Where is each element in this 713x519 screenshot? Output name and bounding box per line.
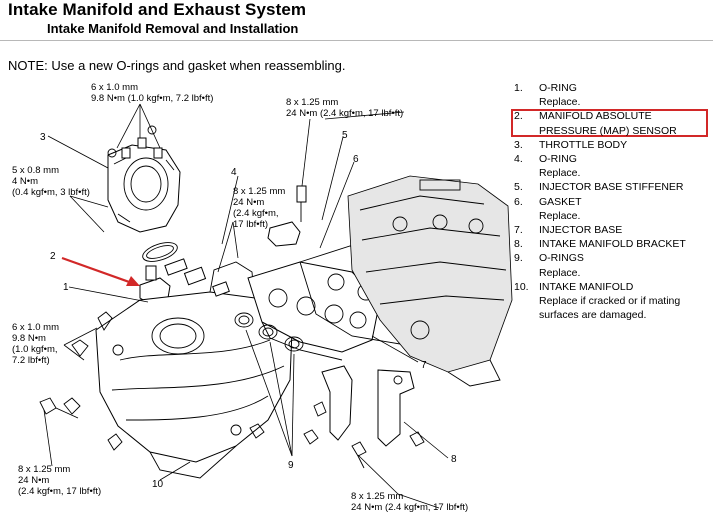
spec-line: 8 x 1.25 mm <box>233 186 285 197</box>
part-name: INJECTOR BASE STIFFENER <box>539 181 684 194</box>
callout-1: 1 <box>63 282 69 293</box>
part-number: 3. <box>514 138 523 151</box>
callout-4: 4 <box>231 167 237 178</box>
map-sensor-highlight-box <box>511 109 708 137</box>
callout-3: 3 <box>40 132 46 143</box>
part-item: 2. MANIFOLD ABSOLUTE PRESSURE (MAP) SENS… <box>514 109 711 137</box>
spec-line: (2.4 kgf•m, <box>233 208 279 219</box>
part-name: INJECTOR BASE <box>539 224 623 237</box>
part-name: INTAKE MANIFOLD <box>539 280 634 293</box>
callout-6: 6 <box>353 154 359 165</box>
spec-line: 24 N•m <box>18 475 49 486</box>
part-name: MANIFOLD ABSOLUTE PRESSURE (MAP) SENSOR <box>539 110 677 137</box>
page-title: Intake Manifold and Exhaust System <box>8 0 307 19</box>
callout-numbers: 1 2 3 4 5 6 7 8 9 10 <box>40 130 457 490</box>
part-note: Replace. <box>539 96 581 109</box>
callout-8: 8 <box>451 454 457 465</box>
part-number: 5. <box>514 181 523 194</box>
header-divider <box>0 40 713 41</box>
part-note: Replace. <box>539 266 581 279</box>
part-item: 3. THROTTLE BODY <box>514 138 711 152</box>
part-number: 6. <box>514 195 523 208</box>
part-note: Replace if cracked or if mating surfaces… <box>539 295 681 322</box>
callout-2: 2 <box>50 251 56 262</box>
spec-line: (2.4 kgf•m, 17 lbf•ft) <box>18 486 101 497</box>
part-name: O-RING <box>539 153 577 166</box>
callout-5: 5 <box>342 130 348 141</box>
fasteners <box>39 258 319 451</box>
o-ring-throttle <box>142 242 178 262</box>
spec-line: 7.2 lbf•ft) <box>12 355 50 366</box>
part-name: INTAKE MANIFOLD BRACKET <box>539 238 686 251</box>
spec-left-mid: 6 x 1.0 mm 9.8 N•m (1.0 kgf•m, 7.2 lbf•f… <box>12 322 59 366</box>
part-number: 9. <box>514 252 523 265</box>
injector-base-stiffener <box>267 185 307 247</box>
part-name: GASKET <box>539 195 582 208</box>
part-item: 7. INJECTOR BASE <box>514 223 711 237</box>
part-number: 1. <box>514 82 523 94</box>
spec-line: 24 N•m (2.4 kgf•m, 17 lbf•ft) <box>286 108 403 119</box>
spec-map-sensor: 5 x 0.8 mm 4 N•m (0.4 kgf•m, 3 lbf•ft) <box>12 165 90 198</box>
part-name: THROTTLE BODY <box>539 138 628 151</box>
callout-10: 10 <box>152 479 164 490</box>
part-note: Replace. <box>539 209 581 222</box>
part-note: Replace. <box>539 167 581 180</box>
callout-9: 9 <box>288 460 294 471</box>
intake-manifold-bracket <box>313 365 425 469</box>
spec-line: 5 x 0.8 mm <box>12 165 59 176</box>
part-item: 5. INJECTOR BASE STIFFENER <box>514 180 711 194</box>
spec-leaders <box>43 103 440 509</box>
spec-bottom-left: 8 x 1.25 mm 24 N•m (2.4 kgf•m, 17 lbf•ft… <box>18 464 101 497</box>
spec-line: 8 x 1.25 mm <box>286 97 338 108</box>
part-item: 1. O-RING Replace. <box>514 81 711 109</box>
callout-leaders <box>47 135 449 481</box>
spec-line: (1.0 kgf•m, <box>12 344 58 355</box>
spec-line: 6 x 1.0 mm <box>91 82 138 93</box>
part-number: 8. <box>514 238 523 251</box>
part-name: O-RINGS <box>539 252 584 265</box>
spec-line: 17 lbf•ft) <box>233 219 268 230</box>
part-number: 10. <box>514 280 529 293</box>
part-name: O-RING <box>539 82 577 94</box>
spec-line: 9.8 N•m <box>12 333 46 344</box>
o-rings <box>234 312 304 457</box>
spec-line: 8 x 1.25 mm <box>351 491 403 502</box>
cylinder-head <box>347 175 513 387</box>
spec-bottom-right: 8 x 1.25 mm 24 N•m (2.4 kgf•m, 17 lbf•ft… <box>351 491 468 513</box>
spec-stiffener-top: 8 x 1.25 mm 24 N•m (2.4 kgf•m, 17 lbf•ft… <box>286 97 403 119</box>
part-number: 2. <box>514 110 523 123</box>
part-item: 8. INTAKE MANIFOLD BRACKET <box>514 237 711 251</box>
highlight-arrow <box>61 256 140 286</box>
throttle-body <box>107 125 181 233</box>
part-item: 10. INTAKE MANIFOLD Replace if cracked or… <box>514 280 711 323</box>
callout-7: 7 <box>421 360 427 371</box>
page-subtitle: Intake Manifold Removal and Installation <box>47 21 299 36</box>
spec-throttle: 6 x 1.0 mm 9.8 N•m (1.0 kgf•m, 7.2 lbf•f… <box>91 82 213 104</box>
part-number: 4. <box>514 153 523 166</box>
intake-manifold <box>95 261 293 479</box>
spec-injector-mid: 8 x 1.25 mm 24 N•m (2.4 kgf•m, 17 lbf•ft… <box>233 186 285 230</box>
spec-line: (0.4 kgf•m, 3 lbf•ft) <box>12 187 90 198</box>
spec-line: 24 N•m <box>233 197 264 208</box>
spec-line: 24 N•m (2.4 kgf•m, 17 lbf•ft) <box>351 502 468 513</box>
spec-line: 8 x 1.25 mm <box>18 464 70 475</box>
spec-line: 6 x 1.0 mm <box>12 322 59 333</box>
reassembly-note: NOTE: Use a new O-rings and gasket when … <box>8 58 346 73</box>
part-number: 7. <box>514 224 523 237</box>
spec-line: 4 N•m <box>12 176 38 187</box>
spec-line: 9.8 N•m (1.0 kgf•m, 7.2 lbf•ft) <box>91 93 213 104</box>
